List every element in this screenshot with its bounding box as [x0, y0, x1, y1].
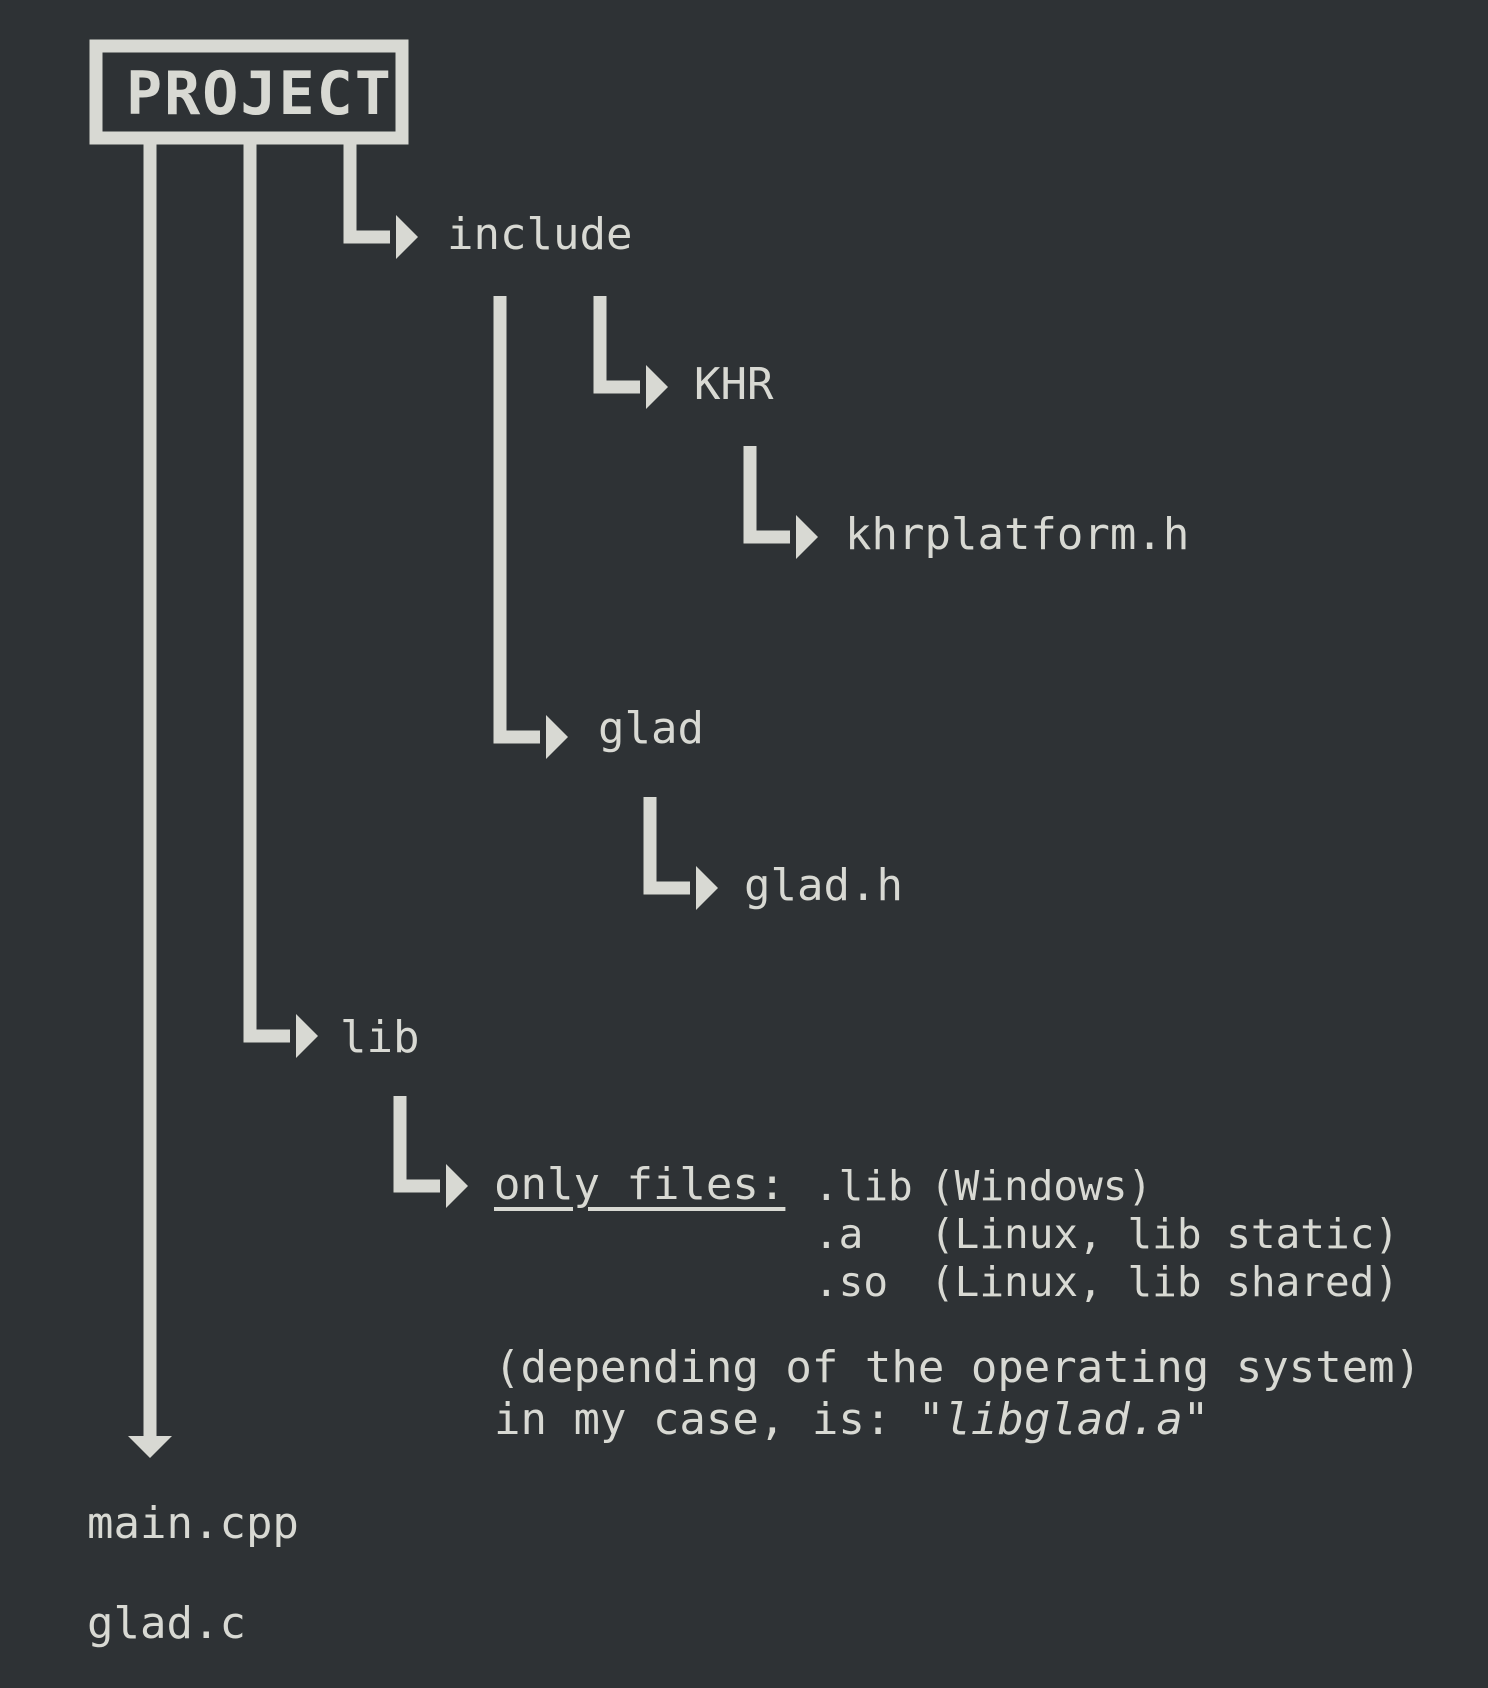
lib-desc: (Linux, lib static) [930, 1210, 1399, 1258]
file-main-cpp-label: main.cpp [87, 1498, 299, 1549]
arrow-right-icon [796, 515, 818, 559]
connector-lib-files [393, 1096, 440, 1193]
case-note-suffix: " [1182, 1394, 1210, 1445]
lib-ext-row: .a [814, 1214, 863, 1255]
lib-desc-row: (Linux, lib static) [930, 1214, 1399, 1255]
lib-note-prefix: only files: [494, 1159, 786, 1210]
arrow-right-icon [296, 1014, 318, 1058]
connector-khrplatform [743, 446, 790, 544]
connector-glad-h [643, 797, 690, 895]
lib-desc: (Windows) [930, 1162, 1153, 1210]
folder-glad-label: glad [598, 703, 704, 754]
os-note-line: (depending of the operating system) [494, 1342, 1422, 1393]
root-label: PROJECT [126, 59, 393, 129]
lib-desc-row: (Windows) [930, 1166, 1152, 1207]
file-khrplatform-label: khrplatform.h [845, 509, 1190, 560]
lib-ext: .so [814, 1258, 889, 1306]
connector-glad [493, 296, 540, 744]
connector-include [343, 138, 390, 244]
lib-desc: (Linux, lib shared) [930, 1258, 1399, 1306]
arrow-right-icon [696, 866, 718, 910]
case-note-prefix: in my case, is: " [494, 1394, 945, 1445]
lib-ext-row: .so [814, 1262, 888, 1303]
arrow-right-icon [446, 1164, 468, 1208]
connector-khr [593, 296, 640, 394]
folder-lib-label: lib [340, 1012, 420, 1063]
arrow-right-icon [396, 215, 418, 259]
lib-desc-row: (Linux, lib shared) [930, 1262, 1399, 1303]
case-note-value: libglad.a [944, 1394, 1183, 1445]
arrow-right-icon [546, 715, 568, 759]
lib-ext: .lib [814, 1162, 913, 1210]
arrow-down-icon [128, 1436, 172, 1458]
folder-include-label: include [447, 209, 633, 260]
file-glad-h-label: glad.h [744, 860, 903, 911]
lib-ext-row: .lib [814, 1166, 913, 1207]
folder-khr-label: KHR [694, 359, 774, 410]
lib-ext: .a [814, 1210, 864, 1258]
connector-lib [243, 138, 290, 1043]
arrow-right-icon [646, 365, 668, 409]
case-note-line: in my case, is: "libglad.a" [494, 1398, 1209, 1442]
file-glad-c-label: glad.c [87, 1598, 246, 1649]
